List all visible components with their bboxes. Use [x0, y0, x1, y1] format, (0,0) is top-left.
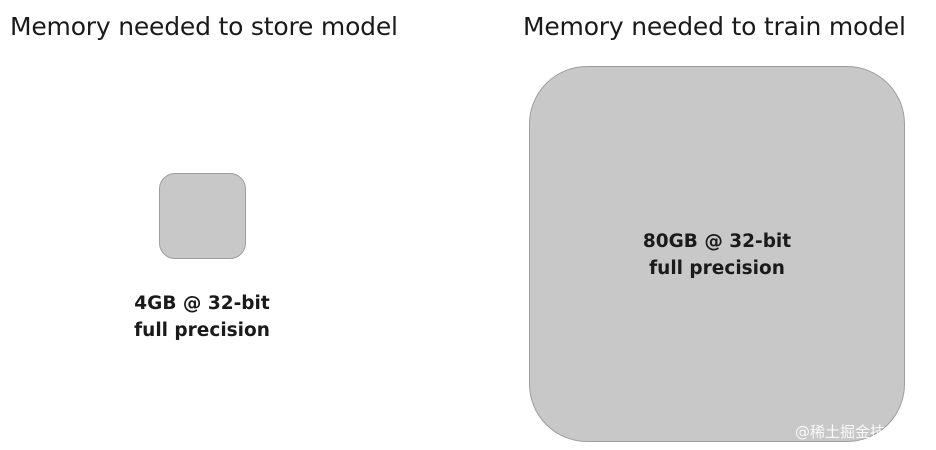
train-memory-size-label: 80GB @ 32-bit: [642, 231, 792, 252]
train-memory-caption: 80GB @ 32-bit full precision: [617, 228, 817, 282]
train-precision-label: full precision: [649, 258, 785, 279]
store-model-heading: Memory needed to store model: [10, 12, 398, 41]
watermark: @稀土掘金技术社区: [794, 423, 930, 441]
train-memory-box: [529, 66, 905, 442]
store-precision-label: full precision: [134, 320, 270, 341]
store-memory-box: [159, 173, 246, 259]
store-memory-size-label: 4GB @ 32-bit: [134, 293, 270, 314]
train-model-heading: Memory needed to train model: [523, 12, 906, 41]
store-memory-caption: 4GB @ 32-bit full precision: [102, 290, 302, 344]
